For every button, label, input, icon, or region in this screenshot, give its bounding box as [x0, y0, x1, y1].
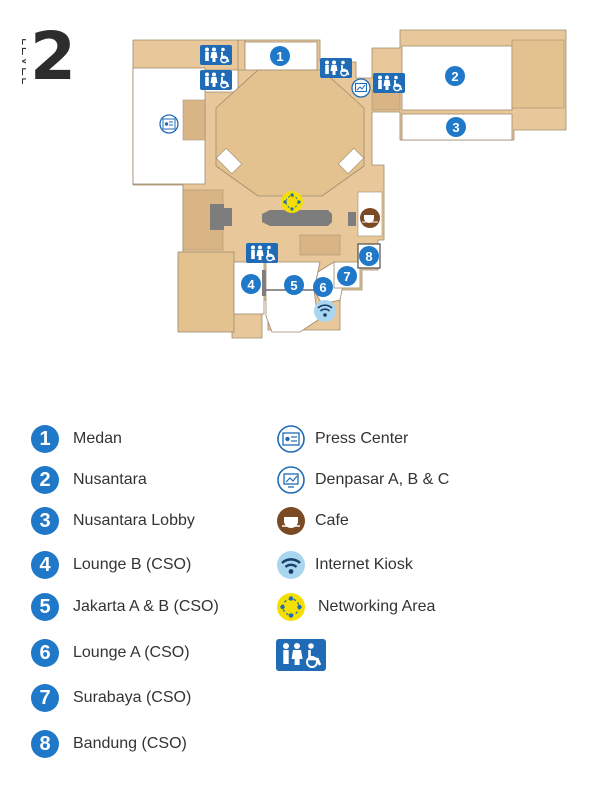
networking-area-icon: [276, 592, 306, 622]
map-marker-5-label: 5: [290, 278, 297, 293]
octagon-hall: [215, 69, 365, 197]
legend-item-1: 1 Medan: [31, 423, 122, 455]
press-center-icon: [159, 114, 179, 134]
map-marker-4-label: 4: [247, 277, 255, 292]
legend-item-6: 6 Lounge A (CSO): [31, 637, 190, 669]
map-marker-1-label: 1: [276, 49, 283, 64]
map-marker-3-label: 3: [452, 120, 459, 135]
room-jakarta: [265, 261, 321, 333]
restroom-icon: [372, 72, 406, 94]
map-marker-7-label: 7: [343, 269, 350, 284]
cafe-icon: [276, 506, 306, 536]
legend-denpasar: Denpasar A, B & C: [276, 464, 449, 496]
legend-item-5: 5 Jakarta A & B (CSO): [31, 591, 219, 623]
svg-text:LEVEL: LEVEL: [19, 38, 26, 86]
legend-restroom: [276, 638, 326, 676]
restroom-icon: [319, 57, 353, 79]
legend-label: Bandung (CSO): [73, 735, 187, 752]
cafe-icon: [360, 208, 380, 228]
legend-label: Cafe: [315, 512, 349, 529]
map-marker-2-label: 2: [451, 69, 458, 84]
legend-number-badge: 6: [31, 639, 59, 667]
legend-label: Medan: [73, 430, 122, 447]
legend-networking-area: Networking Area: [276, 591, 435, 623]
restroom-icon: [199, 44, 233, 66]
map-marker-7: 7: [337, 266, 357, 286]
level-number: 2: [30, 18, 76, 95]
legend-label: Surabaya (CSO): [73, 689, 192, 706]
legend-item-2: 2 Nusantara: [31, 464, 147, 496]
legend-label: Nusantara: [73, 471, 147, 488]
map-marker-8: 8: [359, 246, 379, 266]
legend-number-badge: 1: [31, 425, 59, 453]
restroom-icon: [199, 69, 233, 91]
legend-label: Denpasar A, B & C: [315, 471, 450, 488]
legend-label: Lounge A (CSO): [73, 644, 190, 661]
legend-label: Lounge B (CSO): [73, 556, 192, 573]
legend-item-7: 7 Surabaya (CSO): [31, 682, 191, 714]
map-marker-6: 6: [313, 277, 333, 297]
map-marker-6-label: 6: [319, 280, 326, 295]
map-marker-2: 2: [445, 66, 465, 86]
networking-area-icon: [281, 191, 303, 213]
restroom-icon: [245, 242, 279, 264]
legend-label: Jakarta A & B (CSO): [73, 598, 219, 615]
lower-left-block: [177, 251, 235, 333]
legend-number-badge: 7: [31, 684, 59, 712]
denpasar-icon: [351, 78, 371, 98]
legend-number-badge: 5: [31, 593, 59, 621]
level-label: LEVEL: [19, 38, 26, 86]
legend-label: Press Center: [315, 430, 409, 447]
legend-number-badge: 8: [31, 730, 59, 758]
legend-cafe: Cafe: [276, 505, 349, 537]
central-stage: [262, 210, 332, 226]
legend-item-3: 3 Nusantara Lobby: [31, 505, 195, 537]
press-center-icon: [276, 424, 306, 454]
map-marker-8-label: 8: [365, 249, 372, 264]
legend-label: Internet Kiosk: [315, 556, 413, 573]
legend-number-badge: 3: [31, 507, 59, 535]
legend-number-badge: 4: [31, 551, 59, 579]
legend-label: Networking Area: [318, 598, 436, 615]
map-marker-1: 1: [270, 46, 290, 66]
map-marker-4: 4: [241, 274, 261, 294]
map-marker-5: 5: [284, 275, 304, 295]
denpasar-icon: [276, 465, 306, 495]
legend-press-center: Press Center: [276, 423, 408, 455]
legend-label: Nusantara Lobby: [73, 512, 195, 529]
legend-item-8: 8 Bandung (CSO): [31, 728, 187, 760]
restroom-icon: [276, 638, 326, 676]
legend-number-badge: 2: [31, 466, 59, 494]
legend-internet-kiosk: Internet Kiosk: [276, 549, 413, 581]
internet-kiosk-icon: [276, 550, 306, 580]
legend-item-4: 4 Lounge B (CSO): [31, 549, 191, 581]
internet-kiosk-icon: [314, 300, 336, 322]
map-marker-3: 3: [446, 117, 466, 137]
